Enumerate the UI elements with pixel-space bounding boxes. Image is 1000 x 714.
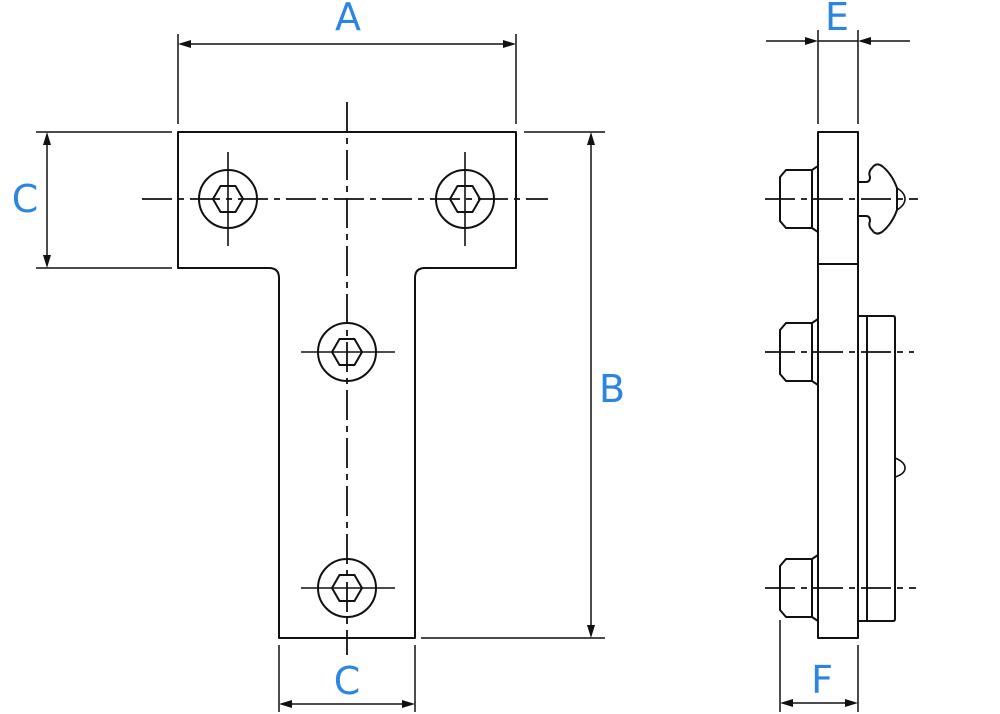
dimension-c-bottom: C bbox=[278, 645, 416, 712]
dimension-b: B bbox=[421, 131, 625, 639]
bolt-middle bbox=[317, 322, 377, 382]
dimension-label-c-left: C bbox=[12, 177, 39, 221]
dimension-label-a: A bbox=[335, 0, 361, 39]
dimension-label-e: E bbox=[825, 0, 849, 39]
hex-socket-icon bbox=[449, 185, 481, 213]
dimension-label-b: B bbox=[599, 367, 625, 411]
dimension-f: F bbox=[779, 620, 859, 712]
bolt-top-left bbox=[198, 169, 258, 229]
hex-socket-icon bbox=[331, 338, 363, 366]
hex-socket-icon bbox=[331, 574, 363, 602]
dimension-c-left: C bbox=[12, 131, 172, 269]
bolt-top-right bbox=[435, 169, 495, 229]
slot-nut-strip bbox=[857, 315, 896, 622]
side-view bbox=[765, 131, 918, 639]
dimension-a: A bbox=[177, 0, 517, 124]
dimension-label-c-bottom: C bbox=[334, 659, 361, 703]
hex-socket-icon bbox=[212, 185, 244, 213]
bolt-bottom bbox=[317, 558, 377, 618]
t-plate-outline bbox=[177, 131, 517, 639]
dimension-e: E bbox=[766, 0, 910, 124]
t-plate-front-view bbox=[142, 102, 548, 655]
dimension-label-f: F bbox=[811, 658, 833, 702]
plate-side-profile bbox=[817, 131, 859, 639]
